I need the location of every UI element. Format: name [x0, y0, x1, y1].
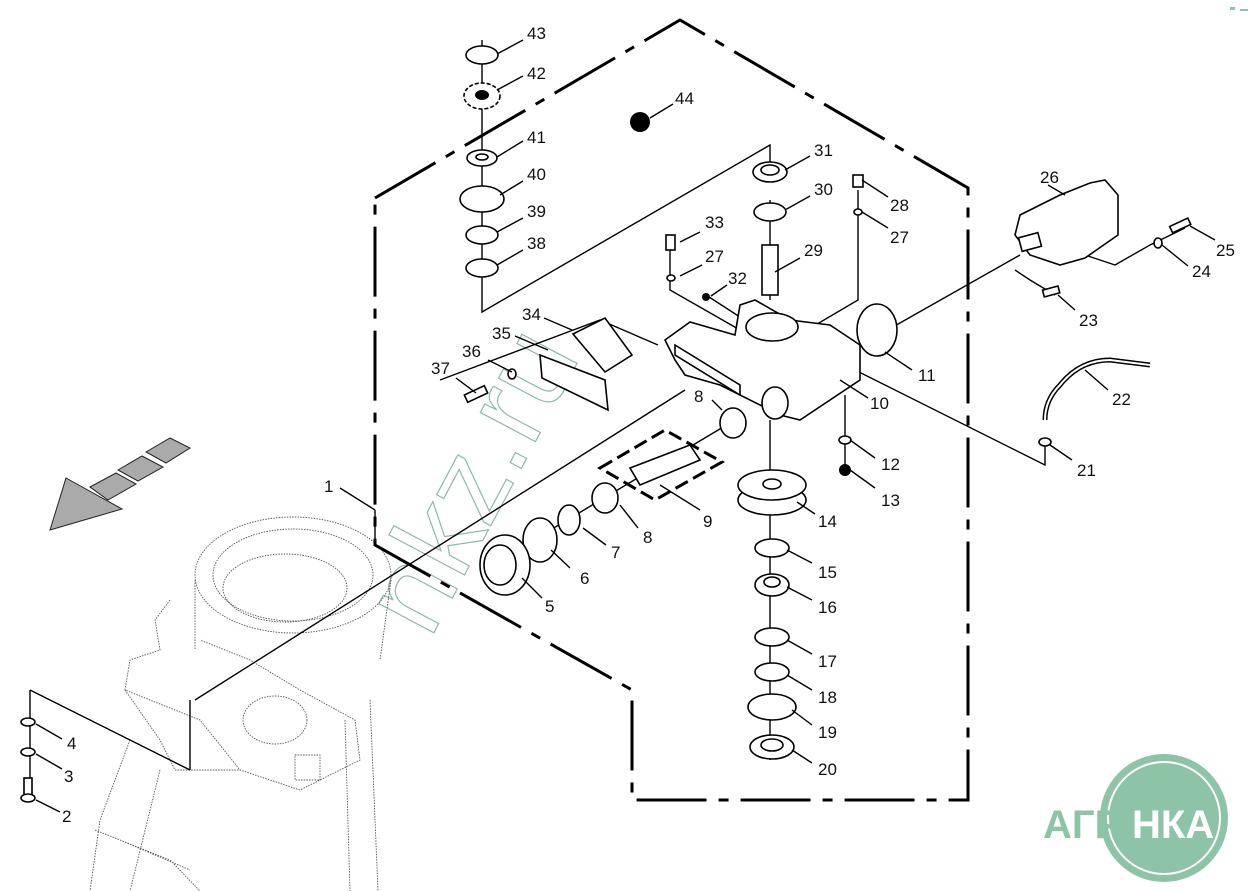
part-27-washer-b — [853, 208, 863, 216]
callout-12: 12 — [881, 455, 900, 474]
logo-text-left: АГРО — [1043, 803, 1152, 847]
callout-34: 34 — [522, 305, 541, 324]
callout-14: 14 — [818, 512, 837, 531]
callout-1: 1 — [324, 477, 333, 496]
callout-7: 7 — [611, 543, 620, 562]
callout-21: 21 — [1077, 461, 1096, 480]
part-12-washer — [838, 435, 852, 445]
part-35-cover — [539, 353, 609, 412]
part-38-ring — [465, 258, 499, 278]
callout-23: 23 — [1079, 311, 1098, 330]
callout-24: 24 — [1192, 262, 1211, 281]
part-25-bolt — [1168, 216, 1192, 234]
callout-30: 30 — [814, 180, 833, 199]
callout-35: 35 — [492, 324, 511, 343]
agronka-logo: АГРО НКА — [1043, 754, 1228, 882]
part-39-ring — [465, 225, 499, 245]
callout-2: 2 — [62, 807, 71, 826]
part-9-shaft-gear — [628, 444, 702, 487]
callout-37: 37 — [431, 359, 450, 378]
part-29-shaft — [761, 244, 779, 296]
callout-38: 38 — [527, 234, 546, 253]
assembly-boundary — [373, 18, 970, 802]
part-7-ring — [557, 504, 581, 536]
callout-31: 31 — [814, 141, 833, 160]
callout-25: 25 — [1216, 241, 1235, 260]
part-8-bearing-a — [719, 407, 747, 439]
corner-mark — [1230, 7, 1248, 11]
parts — [20, 45, 1192, 803]
callout-4: 4 — [67, 734, 76, 753]
callout-26: 26 — [1040, 168, 1059, 187]
assembly-lines — [29, 40, 1186, 800]
callout-40: 40 — [527, 165, 546, 184]
logo-circle — [1100, 754, 1228, 882]
callout-8a: 8 — [694, 387, 703, 406]
part-11-o-ring — [856, 303, 898, 357]
callout-13: 13 — [881, 491, 900, 510]
callout-8b: 8 — [643, 528, 652, 547]
callout-3: 3 — [64, 767, 73, 786]
callout-11: 11 — [918, 366, 936, 385]
callout-16: 16 — [818, 598, 837, 617]
callout-27b: 27 — [890, 228, 909, 247]
part-26-hydraulic-motor — [1014, 179, 1119, 266]
callout-43: 43 — [527, 24, 546, 43]
callout-41: 41 — [527, 128, 546, 147]
part-37-bolt — [463, 384, 489, 404]
part-44-plug — [630, 112, 650, 132]
callout-44: 44 — [675, 89, 694, 108]
part-6-circlip — [522, 517, 558, 563]
callout-20: 20 — [818, 760, 837, 779]
logo-text-right: НКА — [1132, 803, 1214, 847]
callout-6: 6 — [580, 569, 589, 588]
part-22-hose — [1042, 357, 1151, 421]
part-4-washer — [20, 717, 36, 727]
mounting-frame — [89, 516, 392, 891]
callout-32: 32 — [728, 269, 747, 288]
part-33-fitting — [665, 234, 676, 251]
part-8-bearing-b — [591, 482, 619, 514]
part-3-washer — [20, 747, 36, 757]
callout-18: 18 — [818, 688, 837, 707]
callout-22: 22 — [1112, 390, 1131, 409]
part-21-washer — [1038, 437, 1052, 447]
callout-29: 29 — [804, 241, 823, 260]
part-30-ring — [753, 202, 787, 222]
part-28-plug — [852, 174, 864, 188]
part-27-washer — [666, 274, 676, 282]
part-24-washer — [1153, 237, 1163, 249]
part-34-gasket — [571, 316, 634, 374]
callout-33: 33 — [705, 213, 724, 232]
part-40-circlip — [459, 185, 505, 213]
part-13-nut — [839, 464, 851, 476]
callout-19: 19 — [818, 723, 837, 742]
callout-36: 36 — [462, 342, 481, 361]
callout-10: 10 — [870, 394, 889, 413]
callout-39: 39 — [527, 202, 546, 221]
direction-arrow-icon — [49, 437, 192, 531]
part-19-circlip — [747, 693, 797, 721]
callout-17: 17 — [818, 652, 837, 671]
part-17-ring — [754, 627, 790, 647]
callout-28: 28 — [890, 196, 909, 215]
part-32-plug — [702, 293, 710, 301]
callout-labels: 43 42 44 41 40 39 38 31 30 29 33 27 32 2… — [62, 24, 1235, 826]
part-15-ring — [754, 538, 790, 558]
callout-leaders — [35, 39, 1216, 813]
callout-27a: 27 — [705, 247, 724, 266]
callout-15: 15 — [818, 563, 837, 582]
callout-9: 9 — [703, 512, 712, 531]
callout-5: 5 — [545, 597, 554, 616]
part-43-circlip — [465, 45, 499, 65]
part-23-key — [1041, 285, 1061, 298]
part-18-ring — [754, 662, 790, 682]
callout-42: 42 — [527, 64, 546, 83]
